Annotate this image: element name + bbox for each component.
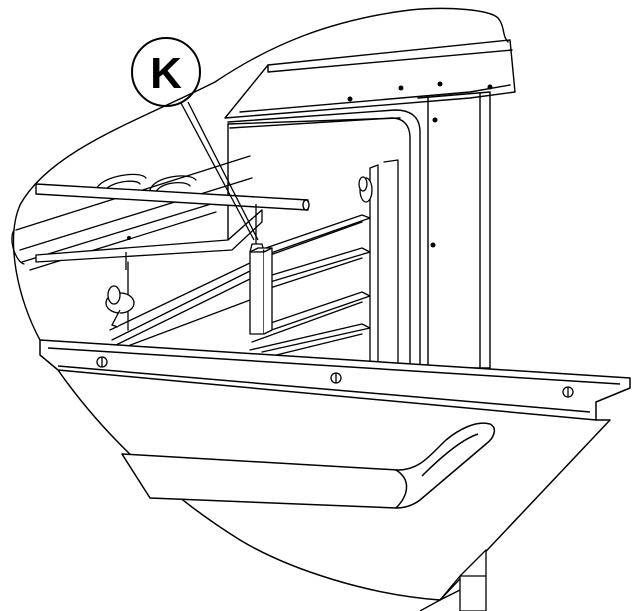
oven-right-side-panel <box>417 91 491 369</box>
knob-right-cap <box>358 176 368 192</box>
runner-rail-3b <box>251 301 363 343</box>
runner-upright-inner <box>383 159 399 366</box>
ceiling-fold <box>239 84 511 113</box>
handle-highlight <box>395 469 408 509</box>
heating-element-tube-2 <box>19 177 253 251</box>
left-runner-rail-2 <box>111 299 251 353</box>
horizontal-rod <box>35 183 310 211</box>
handle-bar <box>121 422 496 509</box>
screw-ceiling-1 <box>347 96 353 102</box>
screw-ceiling-4 <box>487 84 493 90</box>
callout-leader-line-1 <box>180 102 255 241</box>
grill-support-tray <box>35 209 263 270</box>
probe-holder-top <box>249 247 272 253</box>
door-top-strip-inner-line <box>47 347 621 385</box>
runner-rail-2b <box>263 257 363 291</box>
bottom-frame-rail-2 <box>419 599 441 611</box>
probe-holder-front <box>249 251 265 335</box>
grill-tray-plate <box>35 209 263 263</box>
runner-rail-1b <box>261 221 363 259</box>
callout-label: K <box>150 49 182 98</box>
oven-door-handle <box>121 422 496 509</box>
cutaway-outline-top <box>214 7 509 83</box>
heating-element-loop-1 <box>95 173 147 191</box>
left-runner-rail-1b <box>113 277 253 347</box>
cavity-rounded-corner-outer <box>227 109 421 366</box>
ceiling-lip <box>267 49 513 73</box>
oven-left-wall-top <box>227 117 401 125</box>
bottom-frame-strip <box>459 549 487 611</box>
knob-left-cap <box>107 285 121 305</box>
probe-k <box>249 204 273 335</box>
rod-body <box>35 183 309 211</box>
bottom-frame-rail <box>439 575 486 601</box>
cutaway-outline-left <box>12 81 216 341</box>
screw-ceiling-3 <box>437 81 443 87</box>
oven-cavity-frame <box>214 7 516 369</box>
oven-ceiling-panel <box>224 39 516 119</box>
runner-knob-left <box>105 285 135 328</box>
door-screws <box>96 356 574 398</box>
door-top-strip-lower-line <box>57 365 591 413</box>
handle-inner-line <box>421 433 479 477</box>
runner-rail-3 <box>249 291 371 335</box>
callout-leader-line-2 <box>187 101 259 241</box>
screws <box>127 81 493 248</box>
screw-ceiling-2 <box>398 85 404 91</box>
screw-side-1 <box>432 117 438 123</box>
runner-rail-4 <box>249 323 371 353</box>
probe-holder-side <box>263 247 273 335</box>
knob-left-stem <box>111 309 121 328</box>
runner-rail-1 <box>259 214 371 255</box>
heating-element-loop-2-inner <box>155 181 191 193</box>
runner-knob-right <box>358 176 373 203</box>
screw-side-2 <box>430 242 436 248</box>
door-panel-outline <box>57 369 611 601</box>
rod-end-cap <box>302 199 310 211</box>
callout-k: K <box>131 37 259 241</box>
screw-tray <box>127 236 131 240</box>
heating-element-tube-3 <box>21 199 225 263</box>
oven-bottom-frame <box>419 549 487 611</box>
runner-rail-2 <box>261 247 371 283</box>
